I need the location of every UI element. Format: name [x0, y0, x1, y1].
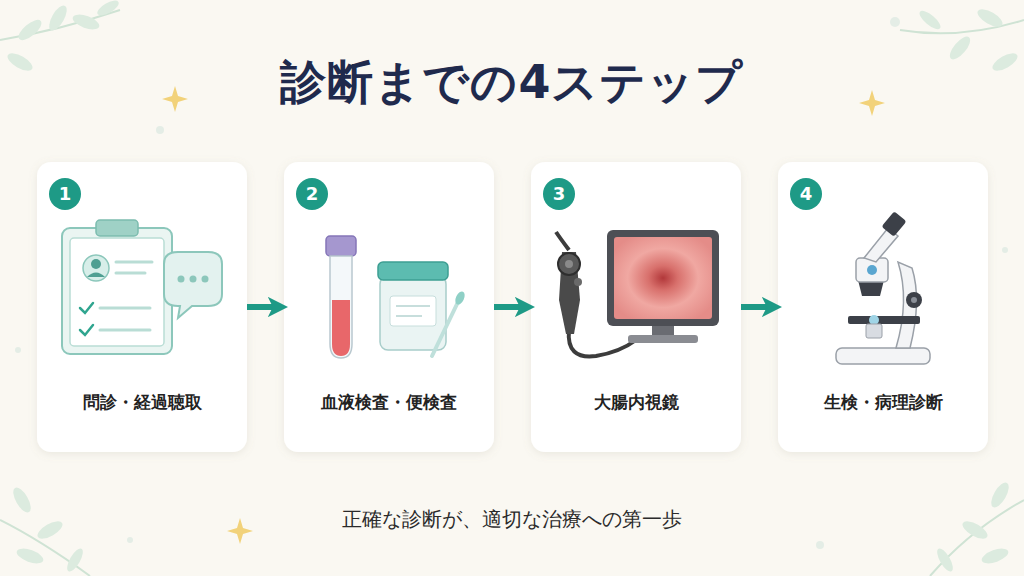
speech-bubble-icon	[164, 252, 222, 318]
step-number-badge: 3	[543, 178, 575, 210]
microscope-icon	[836, 211, 930, 364]
step-card: 大腸内視鏡 3	[531, 162, 741, 452]
step-number: 1	[59, 185, 72, 203]
step-number: 2	[306, 185, 319, 203]
specimen-jar-icon	[378, 262, 467, 356]
step-arrow	[494, 304, 527, 310]
card-ground	[37, 162, 988, 452]
step-card: 問診・経過聴取 1	[37, 162, 247, 452]
step-number-badge: 4	[790, 178, 822, 210]
step-arrow	[741, 304, 774, 310]
step-card: 生検・病理診断 4	[778, 162, 988, 452]
step-label: 血液検査・便検査	[284, 392, 494, 414]
monitor-icon	[607, 230, 719, 343]
step-label: 問診・経過聴取	[37, 392, 247, 414]
step-number: 3	[553, 185, 566, 203]
step-number-badge: 1	[49, 178, 81, 210]
step-label: 生検・病理診断	[778, 392, 988, 414]
step-number-badge: 2	[296, 178, 328, 210]
step-card: 血液検査・便検査 2	[284, 162, 494, 452]
step-number: 4	[800, 185, 813, 203]
diagram-caption: 正確な診断が、適切な治療への第一歩	[0, 506, 1024, 533]
clipboard-icon	[62, 220, 172, 354]
step-label: 大腸内視鏡	[531, 392, 741, 414]
sparkle	[162, 86, 885, 544]
diagram-title: 診断までの4ステップ	[0, 52, 1024, 114]
step-arrow	[247, 304, 280, 310]
test-tube-icon	[326, 236, 356, 358]
